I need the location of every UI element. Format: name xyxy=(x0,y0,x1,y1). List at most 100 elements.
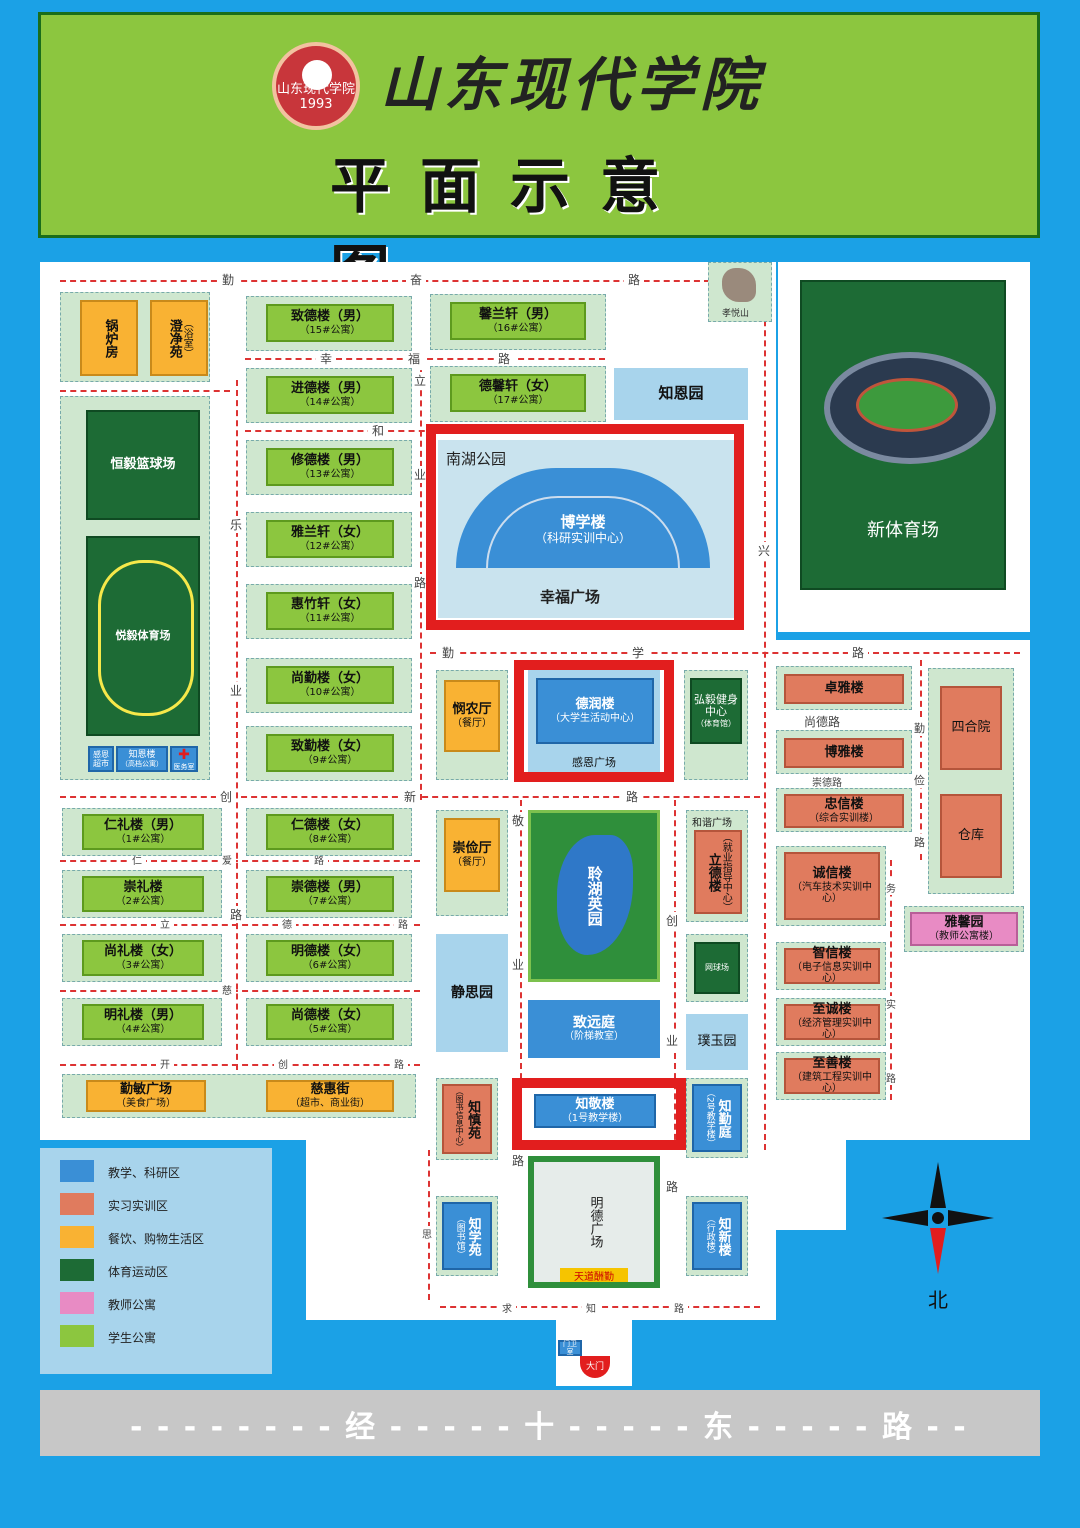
dorm-xiude[interactable]: 修德楼（男）（13#公寓） xyxy=(266,448,394,486)
road-qiu-zhi xyxy=(440,1306,760,1308)
tennis-court[interactable]: 网球场 xyxy=(694,942,740,994)
road-label: 慈 xyxy=(218,982,236,997)
canteen-minong[interactable]: 悯农厅（餐厅） xyxy=(444,680,500,752)
legend-swatch-sports xyxy=(60,1259,94,1281)
road-label: 业 xyxy=(226,682,247,699)
sports-field[interactable]: 悦毅体育场 xyxy=(86,536,200,736)
shop-ganen[interactable]: 感恩超市 xyxy=(88,746,114,772)
dorm-chongli[interactable]: 崇礼楼（2#公寓） xyxy=(82,876,204,912)
legend-label: 学生公寓 xyxy=(108,1331,157,1345)
road-label: 勤 xyxy=(218,271,239,288)
basketball-court[interactable]: 恒毅篮球场 xyxy=(86,410,200,520)
chengxin-building[interactable]: 诚信楼（汽车技术实训中心） xyxy=(784,852,880,920)
zhixin-admin-building[interactable]: （行政楼）知新楼 xyxy=(692,1202,742,1270)
zhijing-teaching-building[interactable]: 知敬楼（1号教学楼） xyxy=(534,1094,656,1128)
road-label: 幸 xyxy=(316,350,337,367)
dorm-shangli[interactable]: 尚礼楼（女）（3#公寓） xyxy=(82,940,204,976)
street-char: 十 xyxy=(524,1410,557,1442)
medical-cross-icon: ✚ xyxy=(178,746,190,763)
food-plaza[interactable]: 勤敏广场（美食广场） xyxy=(86,1080,206,1112)
road-label: 业 xyxy=(410,466,431,483)
bathhouse[interactable]: 澄净苑（浴室） xyxy=(150,300,208,376)
zhishan-building[interactable]: 至善楼（建筑工程实训中心） xyxy=(784,1056,880,1094)
derun-building[interactable]: 德润楼（大学生活动中心） xyxy=(536,678,654,744)
road-qin-fen xyxy=(60,280,710,282)
road-label: 路 xyxy=(910,834,929,850)
yaxin-teacher-apartments[interactable]: 雅馨园（教师公寓楼） xyxy=(910,912,1018,946)
zhiqin-teaching-building[interactable]: （2号教学楼）知勤庭 xyxy=(692,1084,742,1152)
rock-icon xyxy=(722,268,756,302)
dorm-yalan[interactable]: 雅兰轩（女）（12#公寓） xyxy=(266,520,394,558)
dorm-renli[interactable]: 仁礼楼（男）（1#公寓） xyxy=(82,814,204,850)
legend-swatch-student xyxy=(60,1325,94,1347)
boxue-building[interactable]: 博学楼（科研实训中心） xyxy=(534,513,631,545)
road-label: 路 xyxy=(410,574,431,591)
warehouse[interactable]: 仓库 xyxy=(940,794,1002,878)
road-ren-ai xyxy=(60,860,420,862)
hexie-label: 和谐广场 xyxy=(692,818,732,829)
school-logo: 山东现代学院 1993 xyxy=(272,42,360,130)
gym-hongyi[interactable]: 弘毅健身中心（体育馆） xyxy=(690,678,742,744)
dorm-shangde5[interactable]: 尚德楼（女）（5#公寓） xyxy=(266,1004,394,1040)
road-label: 敬 xyxy=(508,812,529,829)
road-label: 崇德路 xyxy=(808,774,846,789)
dorm-zhiqin[interactable]: 致勤楼（女）（9#公寓） xyxy=(266,734,394,772)
dorm-jinde[interactable]: 进德楼（男）（14#公寓） xyxy=(266,376,394,414)
road-label: 立 xyxy=(156,916,174,931)
zhongxin-building[interactable]: 忠信楼（综合实训楼） xyxy=(784,794,904,828)
road-label: 路 xyxy=(508,1152,529,1169)
road-label: 路 xyxy=(390,1056,408,1071)
road-label: 福 xyxy=(404,350,425,367)
lake-garden[interactable]: 聆湖英园 xyxy=(528,810,660,982)
road-north-west xyxy=(60,390,230,392)
road-he xyxy=(245,430,435,432)
stadium-pitch-icon xyxy=(856,378,958,432)
road-qin-xue xyxy=(430,652,1020,654)
legend-label: 教师公寓 xyxy=(108,1298,157,1312)
road-si xyxy=(428,1150,430,1300)
dorm-zhide[interactable]: 致德楼（男）（15#公寓） xyxy=(266,304,394,342)
legend-swatch-teacher xyxy=(60,1292,94,1314)
building-zhien-small[interactable]: 知恩楼（高档公寓） xyxy=(116,746,168,772)
new-stadium[interactable]: 新体育场 xyxy=(800,280,1006,590)
road-le-ye xyxy=(236,380,238,1080)
road-label: 勤 xyxy=(438,644,459,661)
zhixin-building[interactable]: 智信楼（电子信息实训中心） xyxy=(784,946,880,984)
siheyuan[interactable]: 四合院 xyxy=(940,686,1002,770)
dorm-dexin[interactable]: 德馨轩（女）（17#公寓） xyxy=(450,374,586,412)
clinic[interactable]: ✚医务室 xyxy=(170,746,198,772)
road-label: 俭 xyxy=(910,772,929,788)
lide-building[interactable]: 立德楼（就业指导中心） xyxy=(694,830,742,914)
dorm-shangqin[interactable]: 尚勤楼（女）（10#公寓） xyxy=(266,666,394,704)
dorm-mingde[interactable]: 明德楼（女）（6#公寓） xyxy=(266,940,394,976)
zhienyuan-garden[interactable]: 知恩园 xyxy=(614,368,748,420)
dorm-xinlan[interactable]: 馨兰轩（男）（16#公寓） xyxy=(450,302,586,340)
commercial-street[interactable]: 慈惠街（超市、商业街） xyxy=(266,1080,394,1112)
main-gate[interactable]: 大门 xyxy=(580,1356,610,1378)
road-label: 立 xyxy=(410,372,431,389)
road-label: 新 xyxy=(400,788,421,805)
dorm-huizhu[interactable]: 惠竹轩（女）（11#公寓） xyxy=(266,592,394,630)
zhuoya-building[interactable]: 卓雅楼 xyxy=(784,674,904,704)
road-label: 勤 xyxy=(910,720,929,736)
puyu-garden[interactable]: 璞玉园 xyxy=(686,1014,748,1070)
road-label: 路 xyxy=(882,1070,900,1085)
road-li-de xyxy=(60,924,420,926)
canteen-chongjian[interactable]: 崇俭厅（餐厅） xyxy=(444,818,500,892)
zhicheng-building[interactable]: 至诚楼（经济管理实训中心） xyxy=(784,1002,880,1040)
zhishen-library-info[interactable]: （图书信息中心）知慎苑 xyxy=(442,1084,492,1154)
dorm-mingli[interactable]: 明礼楼（男）（4#公寓） xyxy=(82,1004,204,1040)
road-label: 求 xyxy=(498,1300,516,1315)
dorm-rende[interactable]: 仁德楼（女）（8#公寓） xyxy=(266,814,394,850)
boiler-room[interactable]: 锅炉房 xyxy=(80,300,138,376)
mingde-square[interactable]: 明德广场 xyxy=(528,1156,660,1288)
road-label: 实 xyxy=(882,996,900,1011)
guard-room[interactable]: 门卫室 xyxy=(558,1340,582,1356)
jingsi-garden[interactable]: 静思园 xyxy=(436,934,508,1052)
dorm-chongde[interactable]: 崇德楼（男）（7#公寓） xyxy=(266,876,394,912)
zhixue-library[interactable]: （图书馆）知学苑 xyxy=(442,1202,492,1270)
legend-swatch-training xyxy=(60,1193,94,1215)
boya-building[interactable]: 博雅楼 xyxy=(784,738,904,768)
road-label: 创 xyxy=(662,912,683,929)
zhiyuan-hall[interactable]: 致远庭（阶梯教室） xyxy=(528,1000,660,1058)
